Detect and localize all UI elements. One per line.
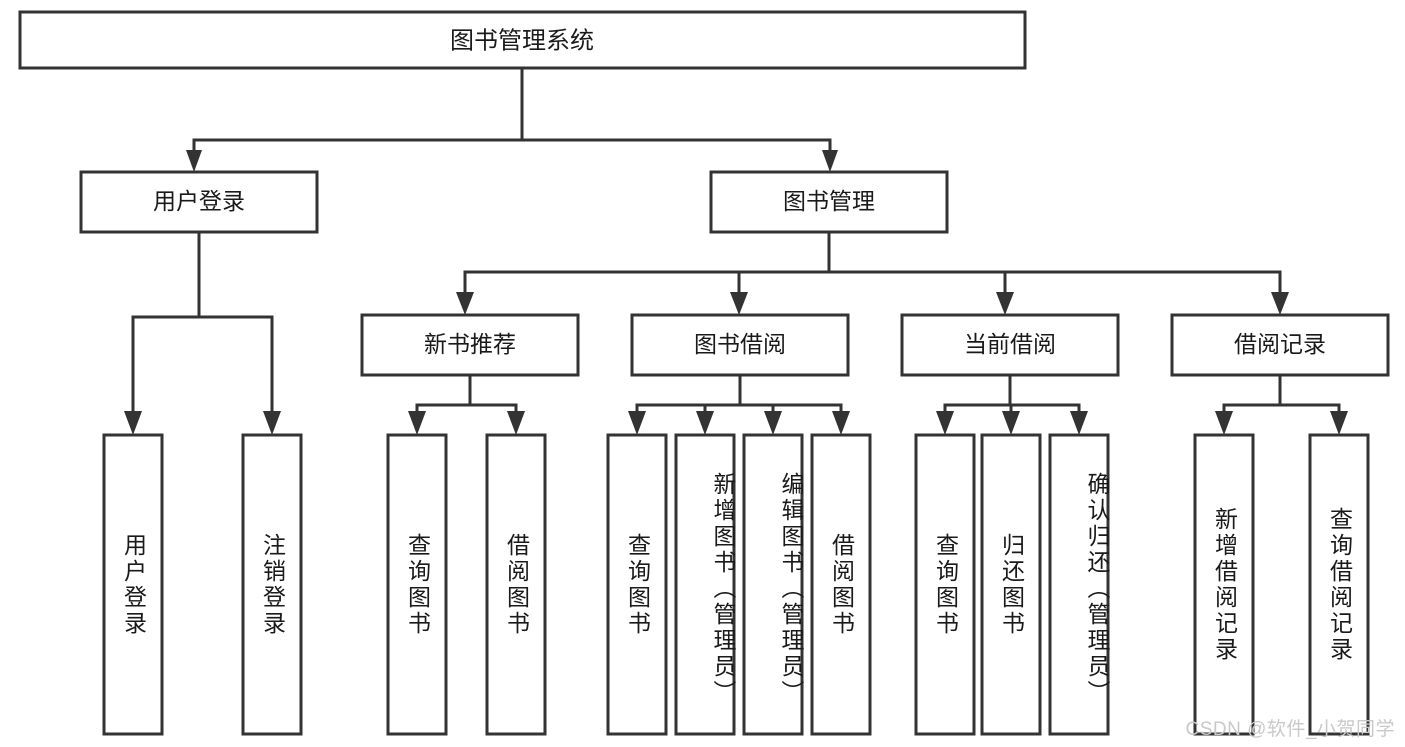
node-root[interactable]: 图书管理系统 bbox=[18, 10, 1027, 70]
node-root-label: 图书管理系统 bbox=[450, 27, 594, 54]
leaf-confirm-return-admin-box[interactable] bbox=[1048, 433, 1110, 736]
arrow-userlogin-leaf-1 bbox=[124, 411, 142, 435]
node-new-book-recommend-box[interactable] bbox=[360, 313, 580, 377]
node-current-borrow-label: 当前借阅 bbox=[964, 331, 1056, 357]
arrow-bookmgmt-to-current bbox=[996, 292, 1014, 315]
arrow-bookborrow-leaf-4 bbox=[832, 411, 850, 435]
arrow-borrowrecord-leaf-1 bbox=[1215, 411, 1233, 435]
leaf-borrow-book-box[interactable] bbox=[810, 433, 872, 736]
node-borrow-record-label: 借阅记录 bbox=[1234, 331, 1326, 357]
arrow-currentborrow-leaf-3 bbox=[1070, 411, 1088, 435]
arrow-root-to-userlogin bbox=[186, 150, 202, 172]
arrow-currentborrow-leaf-2 bbox=[1002, 411, 1020, 435]
leaf-query-book-current-box[interactable] bbox=[914, 433, 976, 736]
node-user-login-label: 用户登录 bbox=[153, 188, 245, 214]
arrow-bookborrow-leaf-2 bbox=[696, 411, 714, 435]
csdn-watermark: CSDN @软件_小贺同学 bbox=[1185, 719, 1395, 740]
leaf-borrow-book-recommend-box[interactable] bbox=[485, 433, 547, 736]
leaf-edit-book-admin-box[interactable] bbox=[742, 433, 804, 736]
node-current-borrow-box[interactable] bbox=[900, 313, 1120, 377]
leaf-boxes bbox=[102, 433, 1370, 736]
node-book-borrow-box[interactable] bbox=[630, 313, 850, 377]
node-book-management-label: 图书管理 bbox=[783, 188, 875, 214]
leaf-query-borrow-record-box[interactable] bbox=[1308, 433, 1370, 736]
leaf-logout-login-box[interactable] bbox=[241, 433, 303, 736]
node-new-book-recommend-label: 新书推荐 bbox=[424, 331, 516, 357]
node-new-book-recommend[interactable]: 新书推荐 bbox=[360, 313, 580, 377]
arrow-recommend-leaf-2 bbox=[507, 411, 525, 435]
node-borrow-record-box[interactable] bbox=[1170, 313, 1390, 377]
leaf-add-book-admin-box[interactable] bbox=[674, 433, 736, 736]
node-user-login[interactable]: 用户登录 bbox=[79, 170, 319, 234]
arrow-bookborrow-leaf-1 bbox=[628, 411, 646, 435]
node-user-login-box[interactable] bbox=[79, 170, 319, 234]
arrow-bookmgmt-to-record bbox=[1271, 292, 1289, 315]
node-book-management[interactable]: 图书管理 bbox=[709, 170, 949, 234]
arrow-currentborrow-leaf-1 bbox=[936, 411, 954, 435]
leaf-query-book-borrow-box[interactable] bbox=[606, 433, 668, 736]
node-book-borrow[interactable]: 图书借阅 bbox=[630, 313, 850, 377]
node-book-borrow-label: 图书借阅 bbox=[694, 331, 786, 357]
arrow-bookmgmt-to-borrow bbox=[730, 292, 748, 315]
node-borrow-record[interactable]: 借阅记录 bbox=[1170, 313, 1390, 377]
arrow-bookmgmt-to-recommend bbox=[456, 292, 474, 315]
arrow-bookborrow-leaf-3 bbox=[764, 411, 782, 435]
leaf-return-book-box[interactable] bbox=[980, 433, 1042, 736]
leaf-user-login-box[interactable] bbox=[102, 433, 164, 736]
arrow-root-to-bookmgmt bbox=[822, 150, 838, 172]
arrow-borrowrecord-leaf-2 bbox=[1330, 411, 1348, 435]
arrow-recommend-leaf-1 bbox=[408, 411, 426, 435]
leaf-query-book-recommend-box[interactable] bbox=[386, 433, 448, 736]
leaf-add-borrow-record-box[interactable] bbox=[1193, 433, 1255, 736]
arrow-userlogin-leaf-2 bbox=[263, 411, 281, 435]
node-root-box[interactable] bbox=[18, 10, 1027, 70]
connectors bbox=[124, 66, 1348, 435]
node-book-management-box[interactable] bbox=[709, 170, 949, 234]
node-current-borrow[interactable]: 当前借阅 bbox=[900, 313, 1120, 377]
